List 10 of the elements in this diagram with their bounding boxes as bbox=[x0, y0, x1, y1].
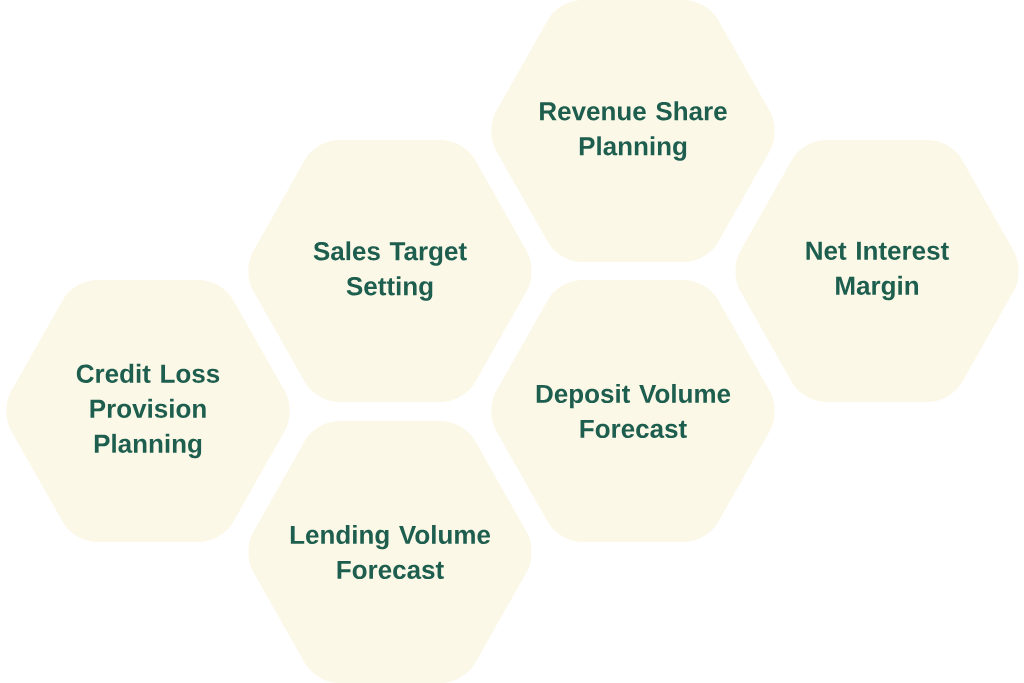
hexagon-tile: Revenue Share Planning bbox=[491, 0, 775, 262]
node-label: Net Interest Margin bbox=[806, 241, 949, 301]
hexagon-tile: Net Interest Margin bbox=[735, 140, 1019, 402]
hexagon-tile: Sales Target Setting bbox=[248, 140, 532, 402]
hexagon-tile: Deposit Volume Forecast bbox=[491, 280, 775, 542]
node-label: Sales Target Setting bbox=[313, 241, 467, 301]
hexagon-tile: Lending Volume Forecast bbox=[248, 421, 532, 683]
hexagon-tile: Credit Loss Provision Planning bbox=[6, 280, 290, 542]
node-label: Credit Loss Provision Planning bbox=[76, 363, 220, 459]
node-label: Deposit Volume Forecast bbox=[536, 383, 731, 439]
